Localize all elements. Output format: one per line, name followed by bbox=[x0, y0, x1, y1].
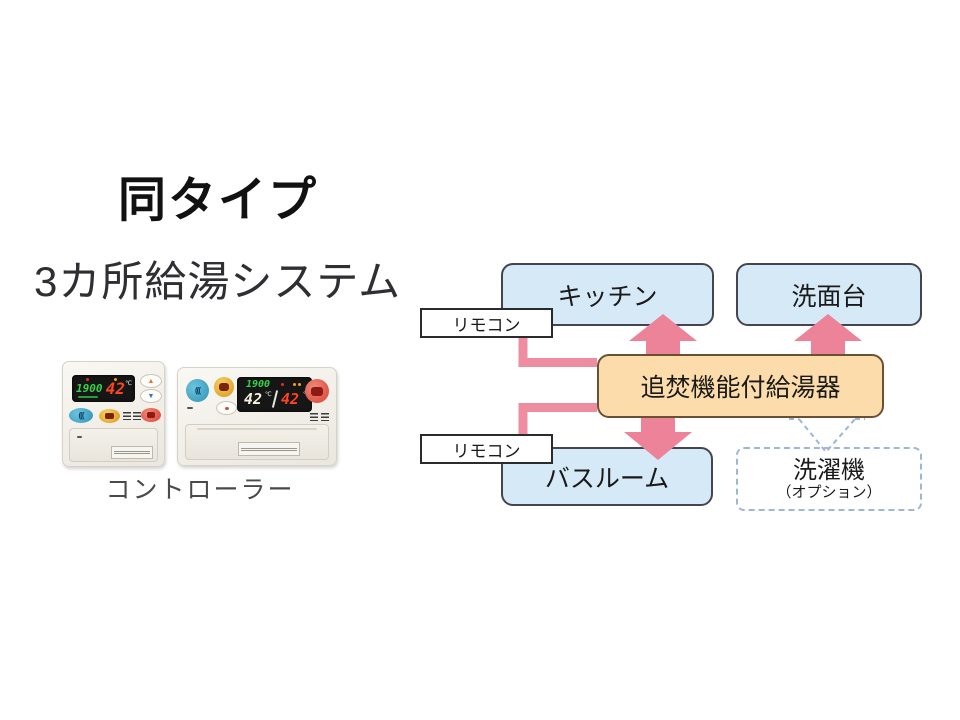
temp-up-button: ▲ bbox=[140, 374, 162, 388]
display-subtext-bar bbox=[78, 396, 98, 398]
up-arrow-icon: ▲ bbox=[147, 377, 155, 385]
node-remote-bottom: リモコン bbox=[420, 434, 553, 464]
system-subtitle: 3カ所給湯システム bbox=[34, 258, 402, 305]
status-dot-orange bbox=[293, 383, 296, 386]
menu-lines-icon bbox=[321, 413, 329, 421]
indicator-notch bbox=[187, 407, 193, 409]
auto-button-label-area bbox=[105, 413, 114, 419]
sound-button: ((( bbox=[186, 379, 209, 402]
temp-down-button: ▼ bbox=[140, 389, 162, 403]
display-time: 1900 bbox=[76, 382, 103, 395]
controller-wide-flap bbox=[185, 424, 329, 460]
controller-wide: ((( 1900 42 ℃ 42 ℃ bbox=[177, 367, 337, 466]
controllers-caption: コントローラー bbox=[105, 476, 295, 504]
page-title: 同タイプ bbox=[118, 174, 319, 227]
small-button-dot bbox=[224, 406, 229, 410]
remote-top-line bbox=[518, 338, 597, 367]
node-heater: 追焚機能付給湯器 bbox=[597, 354, 884, 418]
power-button-label-area bbox=[147, 412, 155, 418]
small-oval-button bbox=[216, 401, 237, 415]
node-washer: 洗濯機 （オプション） bbox=[736, 447, 922, 511]
status-dot-orange bbox=[298, 383, 301, 386]
warning-sticker bbox=[238, 442, 300, 456]
controller-small: 1900 42 ℃ ▲ ▼ ((( bbox=[62, 361, 165, 467]
display-temp-left: 42 bbox=[244, 390, 263, 408]
node-heater-label: 追焚機能付給湯器 bbox=[640, 374, 841, 402]
status-dot-red bbox=[86, 378, 89, 381]
node-washer-sublabel: （オプション） bbox=[776, 484, 882, 502]
flap-groove bbox=[197, 428, 317, 430]
flap-notch bbox=[77, 436, 82, 438]
node-washbasin-label: 洗面台 bbox=[791, 282, 867, 311]
status-dot-orange bbox=[114, 378, 117, 381]
sound-waves-icon: ((( bbox=[78, 411, 85, 420]
sound-button: ((( bbox=[69, 408, 93, 423]
node-washer-label: 洗濯機 bbox=[793, 456, 865, 484]
display-unit: ℃ bbox=[125, 381, 132, 387]
display-temp: 42 bbox=[105, 379, 125, 398]
remote-bottom-line bbox=[518, 403, 597, 434]
controller-wide-display: 1900 42 ℃ 42 ℃ bbox=[237, 377, 312, 412]
status-dot-red bbox=[281, 383, 284, 386]
menu-lines-icon bbox=[123, 412, 131, 420]
down-arrow-icon: ▼ bbox=[147, 392, 155, 400]
auto-button bbox=[214, 377, 234, 397]
auto-button-label-area bbox=[219, 383, 229, 391]
controller-small-display: 1900 42 ℃ bbox=[72, 375, 135, 402]
menu-lines-icon bbox=[310, 413, 318, 421]
menu-lines-icon bbox=[133, 412, 141, 420]
power-button bbox=[141, 408, 161, 422]
display-divider bbox=[271, 390, 279, 408]
power-button-label-area bbox=[311, 386, 323, 396]
node-remote-top-label: リモコン bbox=[452, 315, 521, 335]
display-time: 1900 bbox=[246, 379, 271, 390]
warning-sticker bbox=[111, 446, 153, 459]
display-unit-left: ℃ bbox=[265, 392, 272, 398]
node-kitchen-label: キッチン bbox=[557, 282, 658, 311]
power-button bbox=[305, 379, 329, 403]
node-washbasin: 洗面台 bbox=[736, 263, 922, 326]
controller-small-flap bbox=[69, 428, 158, 462]
node-remote-top: リモコン bbox=[420, 308, 553, 338]
sound-waves-icon: ((( bbox=[195, 386, 201, 395]
node-bathroom-label: バスルーム bbox=[544, 464, 670, 493]
node-remote-bottom-label: リモコン bbox=[452, 441, 521, 461]
auto-button bbox=[99, 409, 120, 423]
display-temp-right: 42 bbox=[281, 390, 300, 408]
